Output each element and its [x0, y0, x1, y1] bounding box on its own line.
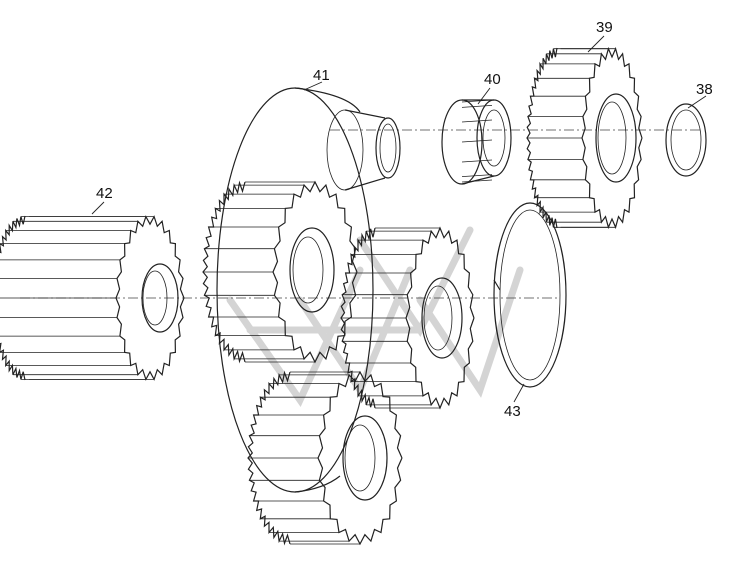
callout-39: 39 [596, 19, 613, 36]
planet-carrier-41 [216, 87, 401, 493]
callout-42: 42 [96, 185, 113, 202]
callout-43: 43 [504, 403, 521, 420]
planet-gear-lower [247, 370, 403, 546]
leader-lines [91, 35, 707, 403]
snap-ring-38 [665, 103, 707, 177]
spur-gear-42 [0, 215, 185, 381]
planet-gear-upper [202, 180, 358, 364]
callout-38: 38 [696, 81, 713, 98]
needle-bearing-40 [441, 99, 512, 185]
callout-40: 40 [484, 71, 501, 88]
watermark-logo [226, 226, 524, 407]
callout-41: 41 [313, 67, 330, 84]
retaining-ring-43 [493, 202, 567, 388]
spur-gear-39 [526, 46, 643, 230]
planet-gear-middle [340, 226, 475, 410]
